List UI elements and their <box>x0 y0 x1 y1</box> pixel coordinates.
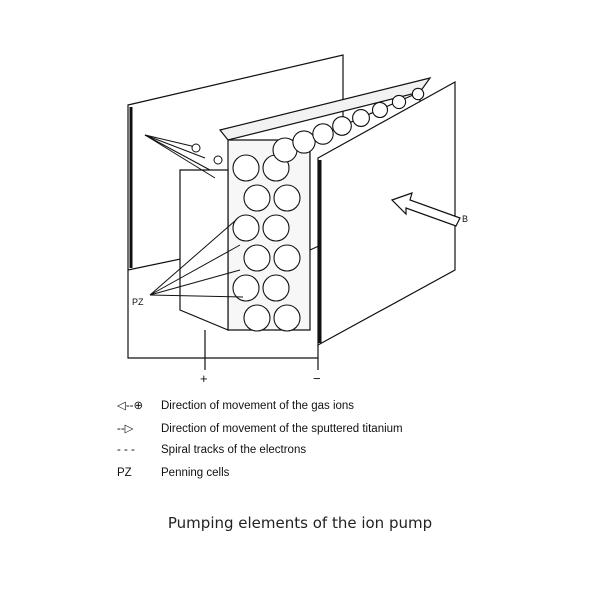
penning-cell <box>232 154 260 182</box>
minus-terminal: − <box>313 371 321 386</box>
penning-cell <box>273 304 301 332</box>
penning-cell <box>332 116 352 136</box>
penning-cell <box>292 130 316 154</box>
figure-caption: Pumping elements of the ion pump <box>167 514 433 532</box>
penning-cell <box>243 244 271 272</box>
penning-cells <box>232 87 425 332</box>
penning-cell <box>273 184 301 212</box>
legend-symbol: PZ <box>117 467 132 479</box>
magnetic-field-arrow <box>390 192 461 227</box>
legend-symbol: - - - <box>117 444 135 456</box>
legend-symbol: ◁--⊕ <box>117 400 144 412</box>
penning-cell <box>232 274 260 302</box>
penning-cell <box>262 214 290 242</box>
legend-row-ions: ◁--⊕ Direction of movement of the gas ion… <box>117 398 354 412</box>
pz-pointer-lines <box>149 219 244 298</box>
penning-cell <box>273 244 301 272</box>
penning-cell <box>391 94 407 110</box>
penning-cell <box>312 123 334 145</box>
front-cathode-plate <box>179 169 229 331</box>
penning-cell <box>352 109 370 127</box>
legend-text: Spiral tracks of the electrons <box>161 444 307 456</box>
wiring <box>127 270 319 370</box>
penning-cell <box>243 184 271 212</box>
ion-trajectory-lines <box>144 134 223 179</box>
legend-row-penning: PZ Penning cells <box>117 467 229 479</box>
legend-symbol: --▷ <box>117 423 134 435</box>
penning-cell <box>262 274 290 302</box>
penning-cell <box>232 214 260 242</box>
pz-label: PZ <box>132 297 144 307</box>
legend-row-titanium: --▷ Direction of movement of the sputtere… <box>117 421 403 435</box>
legend-row-electrons: - - - Spiral tracks of the electrons <box>117 444 306 456</box>
plus-terminal: + <box>200 371 208 386</box>
b-label: B <box>462 214 468 224</box>
front-right-cathode-plate <box>317 80 456 347</box>
legend-text: Penning cells <box>161 467 230 479</box>
legend-text: Direction of movement of the sputtered t… <box>161 423 403 435</box>
penning-cell <box>411 87 425 101</box>
penning-cell <box>371 101 389 119</box>
penning-cell <box>243 304 271 332</box>
legend-text: Direction of movement of the gas ions <box>161 400 355 412</box>
